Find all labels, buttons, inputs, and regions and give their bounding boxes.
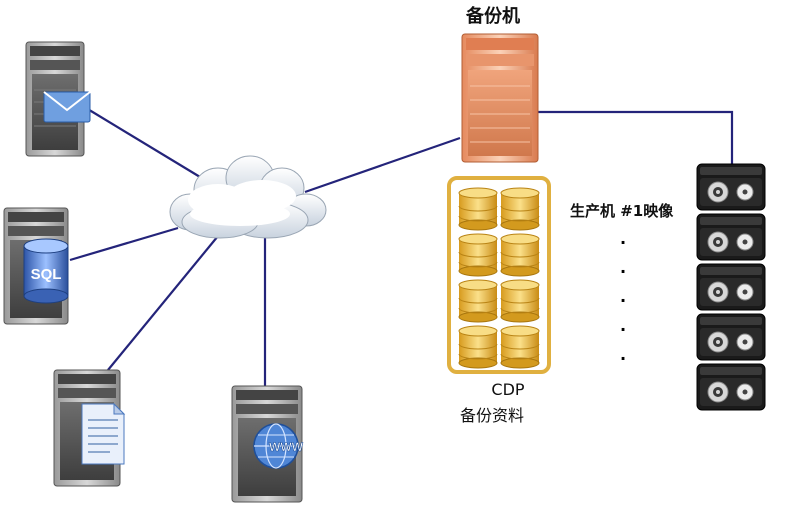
database-cylinder-icon [458,279,498,323]
database-cylinder-icon [500,279,540,323]
link-cloud-backup [304,136,461,194]
sql-server: SQL [3,207,69,325]
document-server [53,369,126,487]
disk-image-stack [696,163,766,411]
ellipsis-dot: . [620,287,627,306]
cdp-storage [447,176,551,374]
ellipsis-dot: . [620,345,627,364]
cloud-highlight [188,180,296,226]
web-server: WWW [231,385,304,503]
disk-drive-icon [696,363,766,411]
database-cylinder-icon [500,187,540,231]
sql-text: SQL [31,266,62,283]
mail-envelope-icon [43,91,91,123]
database-cylinder-icon [458,325,498,369]
disk-drive-icon [696,213,766,261]
cdp-label: CDP [491,380,525,399]
database-cylinder-icon [458,233,498,277]
document-icon [81,402,126,465]
database-cylinder-icon [500,325,540,369]
backup-machine-label: 备份机 [466,6,520,27]
disk-drive-icon [696,313,766,361]
disk-drive-icon [696,163,766,211]
ellipsis-dot: . [620,229,627,248]
link-doc-cloud [107,235,219,371]
disk-drive-icon [696,263,766,311]
ellipsis-dot: . [620,258,627,277]
backup-server [461,33,539,163]
globe-icon [253,423,299,469]
cdp-description-label: 备份资料 [460,406,525,425]
link-mail-cloud [85,107,206,181]
ellipsis-dot: . [620,316,627,335]
database-cylinder-icon [458,187,498,231]
database-cylinder-icon [500,233,540,277]
mail-server [25,41,91,157]
database-sql-icon [23,238,69,304]
link-backup-disks [538,110,734,165]
www-text: WWW [269,440,304,454]
database-stack [458,187,540,369]
connection-lines [69,107,734,386]
production-image-label: 生产机 #1映像 [570,202,674,220]
link-sql-cloud [69,226,179,262]
